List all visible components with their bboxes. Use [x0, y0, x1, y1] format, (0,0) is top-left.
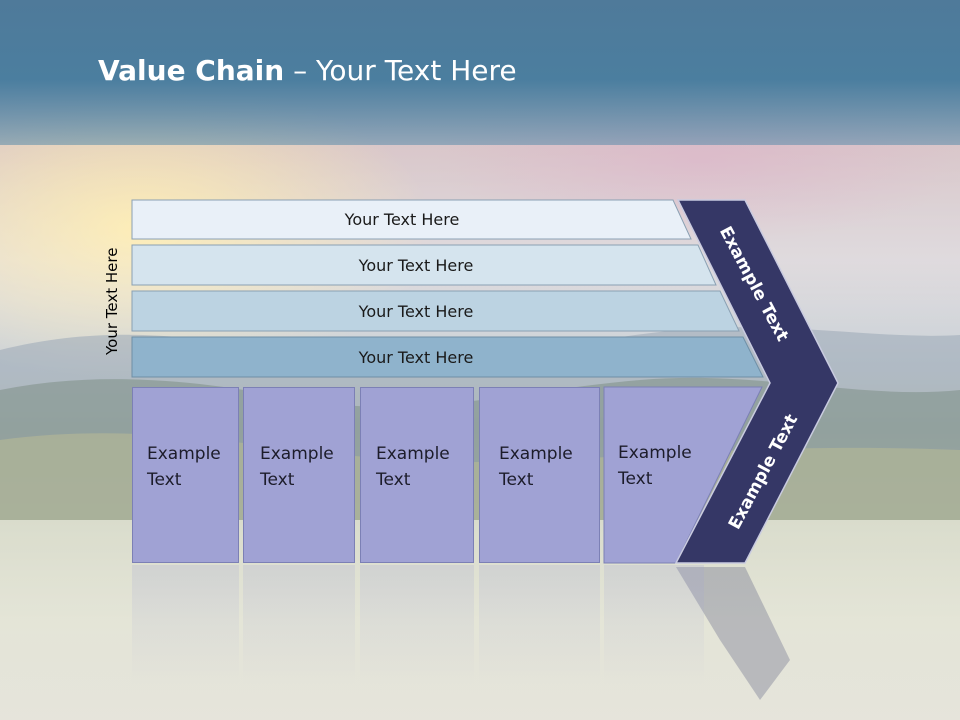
- column-4: Example Text: [479, 387, 600, 563]
- bar-2-label: Your Text Here: [358, 255, 474, 275]
- column-4-reflection: [479, 565, 600, 715]
- chevron-shape: [674, 199, 839, 564]
- column-5-line2: Text: [618, 469, 653, 489]
- column-2: Example Text: [243, 387, 355, 563]
- bar-4-shape: [131, 336, 764, 378]
- bar-1-label: Your Text Here: [344, 209, 460, 229]
- column-5-reflection: [604, 565, 704, 715]
- column-3-reflection: [360, 565, 474, 715]
- bar-3: Your Text Here: [132, 292, 700, 330]
- bar-1-shape: [131, 199, 692, 240]
- column-3-line2: Text: [376, 470, 411, 490]
- column-2-line2: Text: [260, 470, 295, 490]
- column-1-line1: Example: [147, 444, 221, 464]
- bar-3-label: Your Text Here: [358, 301, 474, 321]
- title-rest: – Your Text Here: [284, 54, 517, 87]
- column-5: Example Text: [604, 387, 704, 563]
- column-4-line1: Example: [499, 444, 573, 464]
- header-banner: [0, 0, 960, 145]
- bar-2: Your Text Here: [132, 246, 700, 284]
- column-5-line1: Example: [618, 443, 692, 463]
- column-1-reflection: [132, 565, 239, 715]
- column-1: Example Text: [132, 387, 239, 563]
- column-3: Example Text: [360, 387, 474, 563]
- column-2-line1: Example: [260, 444, 334, 464]
- column-3-line1: Example: [376, 444, 450, 464]
- bar-4-label: Your Text Here: [358, 347, 474, 367]
- title-bold: Value Chain: [98, 54, 285, 87]
- column-2-reflection: [243, 565, 355, 715]
- slide-title: Value Chain – Your Text Here: [98, 54, 517, 87]
- chevron-reflection: [676, 567, 790, 700]
- bar-3-shape: [131, 290, 740, 332]
- bar-4: Your Text Here: [132, 338, 700, 376]
- bar-1: Your Text Here: [132, 200, 672, 238]
- column-4-line2: Text: [499, 470, 534, 490]
- column-1-line2: Text: [147, 470, 182, 490]
- bar-2-shape: [131, 244, 717, 286]
